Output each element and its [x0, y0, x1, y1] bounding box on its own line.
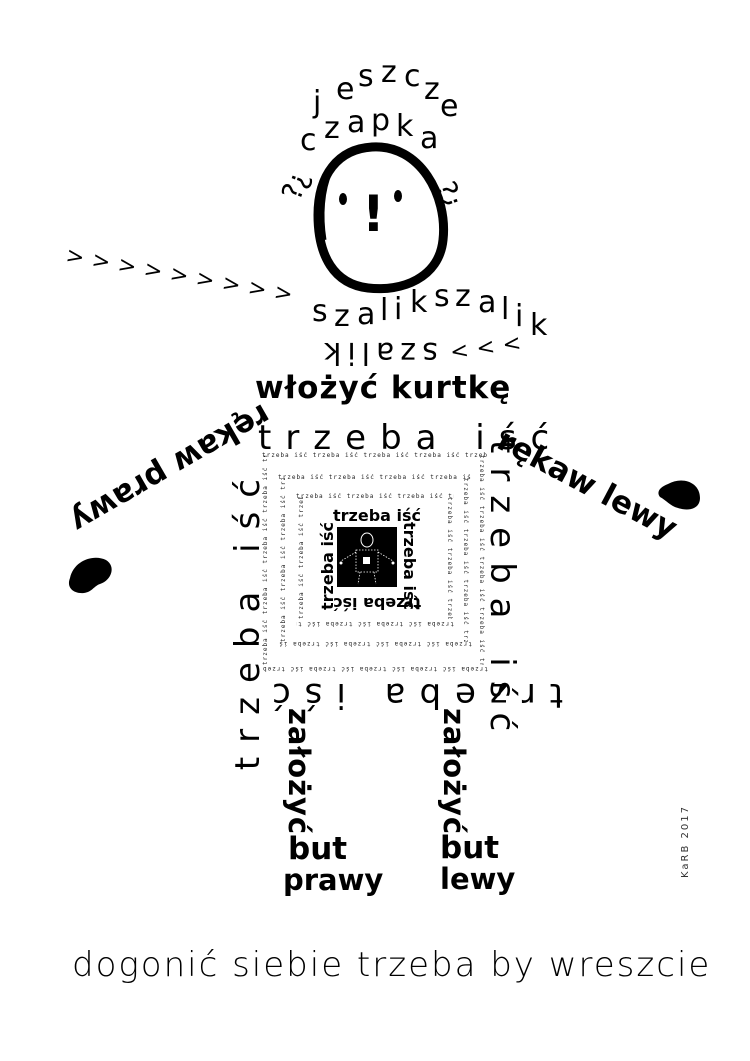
scarf-chevrons-left: >>>>>>>>>: [63, 243, 303, 310]
shoe-right-side: lewy: [440, 862, 516, 896]
inner-text-left: trzeba iść: [318, 522, 337, 611]
inner-text-top: trzeba iść: [333, 506, 422, 525]
inner-text-right: trzeba iść: [400, 522, 419, 611]
inner-ring-left: trzeba iść trzeba iść trzeba iść trzeba …: [298, 497, 305, 619]
leg-right-verb: założyć: [437, 708, 471, 836]
frame-text-right: trzeba iść: [482, 440, 522, 746]
leg-left-verb: założyć: [282, 708, 316, 836]
scarf-mirrored-word: szalik: [318, 335, 438, 370]
shoe-right: but: [440, 830, 500, 866]
middle-ring-right: trzeba iść trzeba iść trzeba iść trzeba …: [462, 478, 469, 642]
middle-ring-left: trzeba iść trzeba iść trzeba iść trzeba …: [280, 478, 287, 642]
face-exclamation: !: [362, 185, 385, 243]
outer-ring-left: trzeba iść trzeba iść trzeba iść trzeba …: [262, 455, 269, 665]
inner-ring-right: trzeba iść trzeba iść trzeba iść trzeba …: [446, 497, 453, 619]
middle-ring-top: trzeba iść trzeba iść trzeba iść trzeba …: [278, 474, 472, 481]
inner-ring-top: trzeba iść trzeba iść trzeba iść trzeba …: [296, 493, 454, 500]
scarf-chevrons-right: <<<: [448, 329, 531, 366]
question-marks-right: ?¿: [428, 176, 469, 213]
shoe-left-side: prawy: [283, 863, 384, 897]
frame-text-top: trzeba iść: [258, 418, 564, 458]
outer-ring-right: trzeba iść trzeba iść trzeba iść trzeba …: [478, 455, 485, 665]
artist-signature: KaRB 2017: [680, 805, 691, 878]
outer-ring-top: trzeba iść trzeba iść trzeba iść trzeba …: [262, 452, 488, 459]
middle-ring-bottom: trzeba iść trzeba iść trzeba iść trzeba …: [278, 640, 472, 647]
question-marks-left: ?¿: [274, 168, 315, 205]
shoe-left: but: [288, 831, 348, 867]
jacket-text: włożyć kurtkę: [255, 370, 512, 406]
caption: dogonić siebie trzeba by wreszcie: [72, 945, 712, 985]
inner-ring-bottom: trzeba iść trzeba iść trzeba iść trzeba …: [296, 620, 454, 627]
outer-ring-bottom: trzeba iść trzeba iść trzeba iść trzeba …: [262, 665, 488, 672]
